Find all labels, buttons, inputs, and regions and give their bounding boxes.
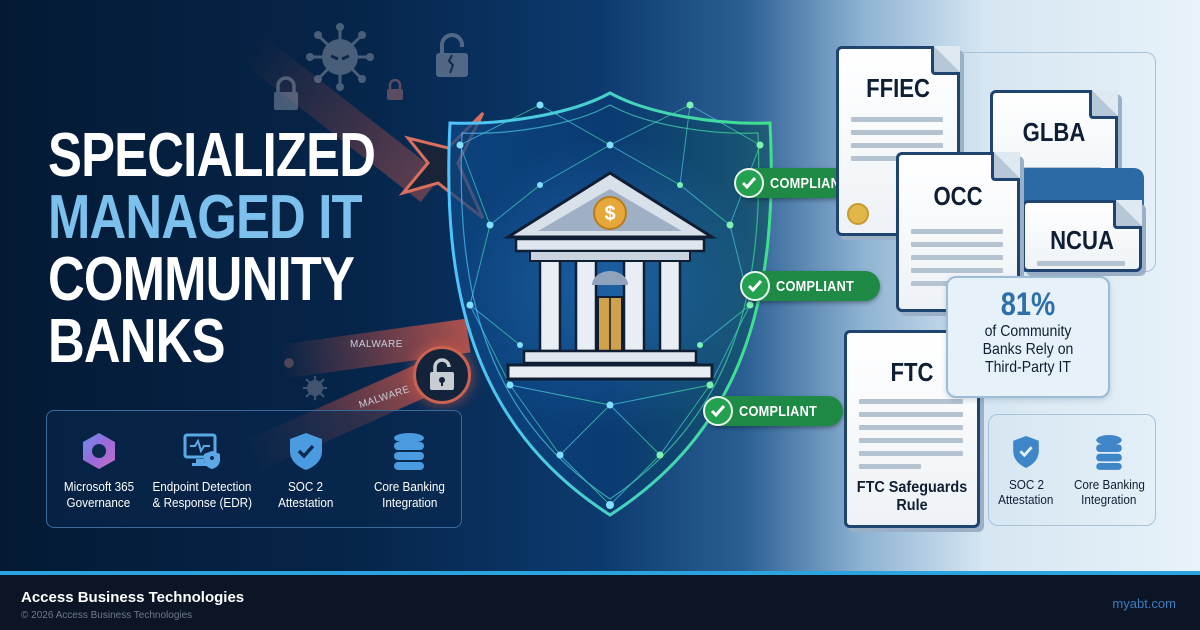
network-shield-icon: $ (447, 91, 773, 517)
broken-padlock-icon (436, 33, 468, 77)
stat-description: of Community (984, 323, 1072, 340)
stat-description: Third-Party IT (984, 359, 1072, 376)
unlocked-padlock-icon (430, 358, 454, 390)
mini-feature-label: Core Banking (1073, 477, 1145, 492)
shield-check-icon (289, 433, 322, 470)
document-title: FFIEC (866, 73, 930, 103)
page-title: SPECIALIZED MANAGED IT COMMUNITY BANKS (48, 125, 447, 373)
mini-feature-label: Integration (1081, 492, 1137, 507)
footer-copyright: © 2026 Access Business Technologies (21, 610, 193, 621)
mini-feature-label: SOC 2 (1008, 477, 1044, 492)
padlock-icon (274, 76, 298, 110)
footer-company-name: Access Business Technologies (21, 589, 245, 606)
stat-callout: 81% of Community Banks Rely on Third-Par… (946, 276, 1110, 398)
compliant-badge: COMPLIANT (740, 271, 880, 301)
title-line-1: SPECIALIZED (48, 121, 376, 190)
malware-label: MALWARE (350, 339, 403, 350)
document-ffiec: FFIEC (836, 46, 960, 236)
feature-edr: Endpoint Detection & Response (EDR) (152, 431, 252, 511)
check-icon (734, 168, 764, 198)
microsoft-365-icon (82, 433, 115, 469)
badge-label: COMPLIANT (770, 174, 849, 192)
feature-label: SOC 2 (288, 479, 324, 494)
title-line-3: COMMUNITY (48, 245, 355, 314)
padlock-icon (387, 79, 403, 100)
feature-label: Microsoft 365 (63, 479, 134, 494)
document-title: NCUA (1050, 225, 1114, 255)
feature-panel: Microsoft 365 Governance Endpoint Detect… (46, 410, 462, 528)
badge-label: COMPLIANT (739, 402, 818, 420)
document-caption: Rule (896, 497, 928, 514)
database-icon (1096, 435, 1122, 470)
bank-building-icon (502, 171, 718, 381)
document-title: FTC (890, 357, 934, 387)
mini-feature-soc2: SOC 2 Attestation (995, 433, 1056, 525)
compliant-badge: COMPLIANT (703, 396, 843, 426)
mini-feature-label: Attestation (998, 492, 1054, 507)
coin-symbol: $ (604, 203, 615, 225)
check-icon (740, 271, 770, 301)
stat-value: 81% (1000, 286, 1056, 322)
title-line-2: MANAGED IT (48, 183, 363, 252)
footer: Access Business Technologies © 2026 Acce… (0, 575, 1200, 630)
seal-icon (847, 203, 869, 225)
mini-feature-panel: SOC 2 Attestation Core Banking Integrati… (988, 414, 1156, 526)
badge-label: COMPLIANT (776, 277, 855, 295)
shield-check-icon (1013, 436, 1039, 468)
title-line-4: BANKS (48, 307, 225, 376)
stat-description: Banks Rely on (982, 341, 1074, 358)
check-icon (703, 396, 733, 426)
feature-label: Endpoint Detection (152, 479, 252, 494)
footer-website-link[interactable]: myabt.com (1112, 596, 1176, 611)
virus-icon (284, 358, 294, 368)
feature-label: Core Banking (373, 479, 445, 494)
feature-label: & Response (EDR) (152, 495, 253, 510)
document-ncua: NCUA (1022, 200, 1142, 272)
unlocked-padlock-badge (413, 346, 471, 404)
document-title: GLBA (1022, 117, 1086, 147)
feature-label: Governance (66, 495, 131, 510)
hero-banner: MALWARE MALWARE (0, 0, 1200, 572)
document-caption: FTC Safeguards (856, 479, 968, 496)
database-icon (394, 433, 425, 470)
accent-divider (0, 571, 1200, 575)
endpoint-monitor-icon (183, 433, 221, 469)
feature-label: Integration (381, 495, 437, 510)
feature-core-banking: Core Banking Integration (359, 431, 459, 511)
feature-label: Attestation (278, 495, 334, 510)
mini-feature-core-banking: Core Banking Integration (1070, 433, 1149, 525)
virus-icon (306, 23, 374, 91)
virus-icon (303, 376, 327, 400)
feature-microsoft-365: Microsoft 365 Governance (49, 431, 149, 511)
feature-soc2: SOC 2 Attestation (256, 431, 356, 511)
document-title: OCC (933, 181, 983, 211)
